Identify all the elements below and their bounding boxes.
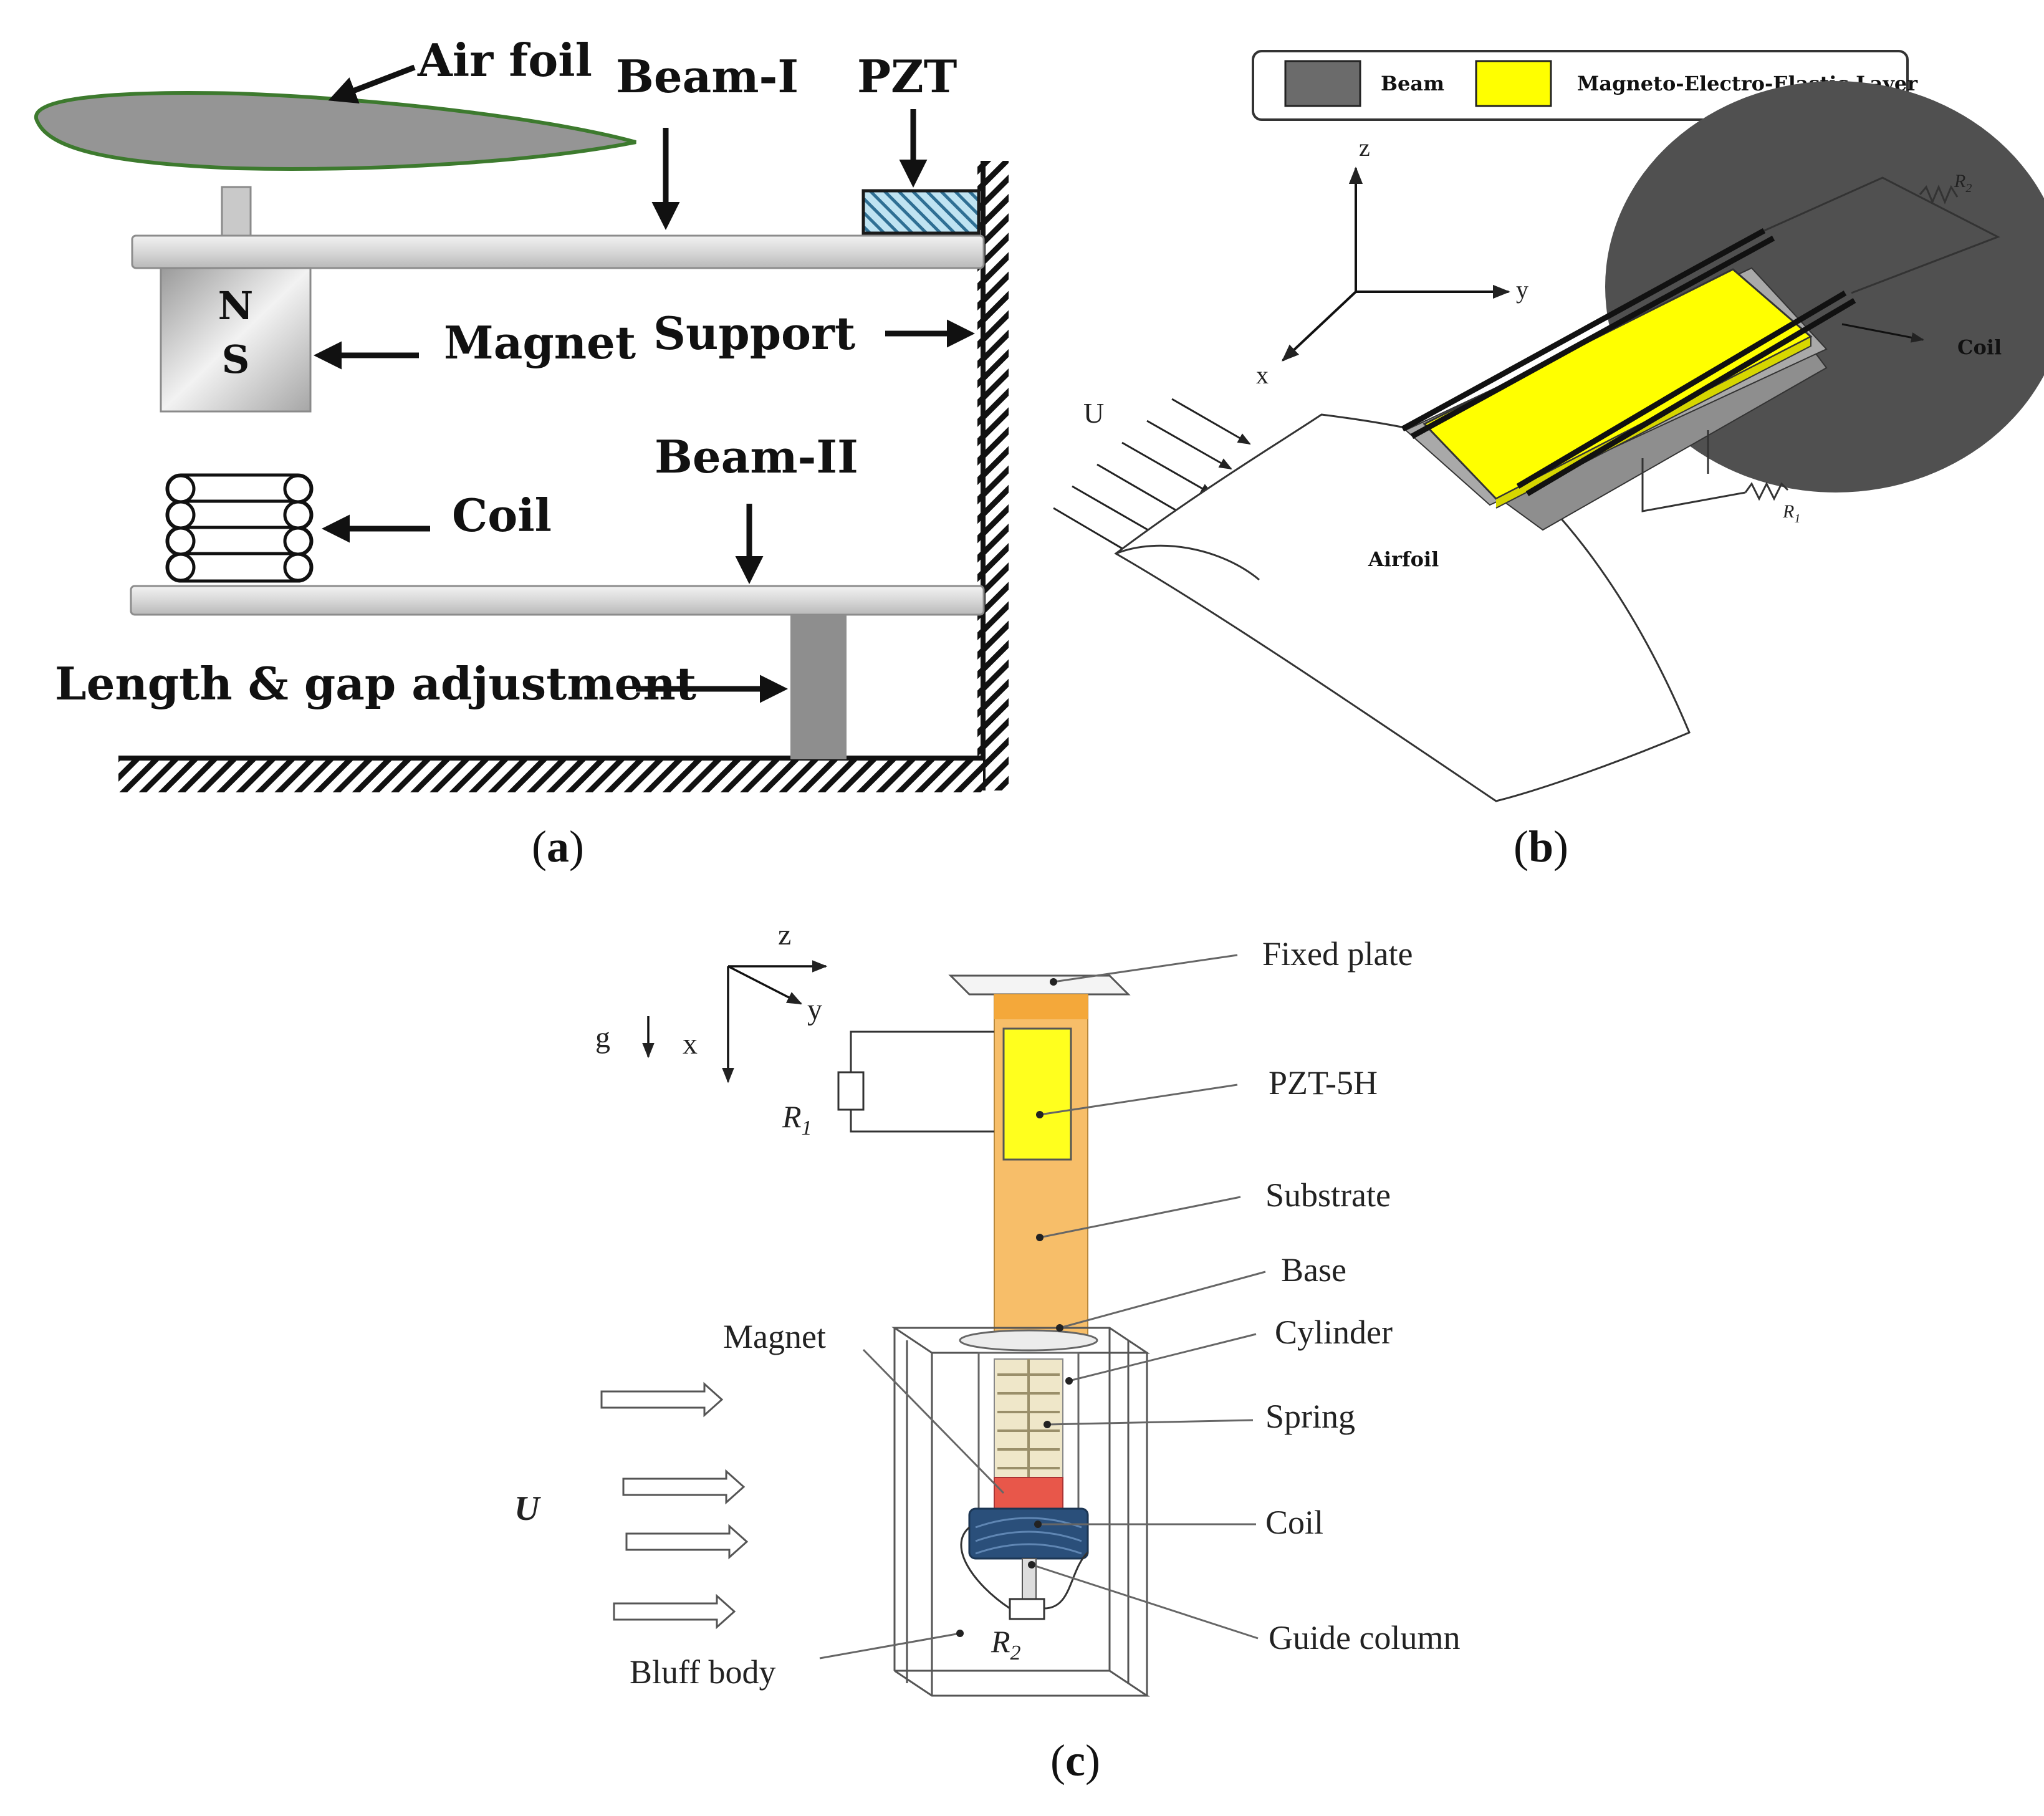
panel-a: N S Air foil Beam-I	[34, 34, 1009, 872]
panel-c-axes	[642, 960, 828, 1083]
magnet-label: Magnet	[444, 316, 636, 369]
base-label: Base	[1281, 1251, 1346, 1289]
ground-hatch	[118, 758, 983, 792]
substrate-top	[994, 994, 1088, 1019]
fixed-plate-label: Fixed plate	[1262, 935, 1413, 973]
coil-rods	[1401, 228, 1856, 496]
panel-b-axes	[1281, 166, 1510, 362]
beam-2-label: Beam-II	[655, 430, 858, 483]
panel-a-arrows	[314, 64, 975, 703]
coil-label-c: Coil	[1265, 1504, 1323, 1541]
axis-c-x: x	[683, 1027, 698, 1060]
magnet-label-c: Magnet	[723, 1318, 826, 1355]
panel-b: Beam Magneto-Electro-Elastic Layer z y x…	[1053, 50, 2044, 872]
flow-label-c: U	[514, 1489, 541, 1528]
bluff-body-label: Bluff body	[630, 1653, 776, 1691]
flow-arrows-c	[600, 1381, 749, 1630]
fixed-plate	[948, 974, 1131, 996]
airfoil-shape	[34, 91, 636, 171]
spring-label: Spring	[1265, 1398, 1355, 1435]
magnet-block	[160, 267, 312, 413]
r2-circuit	[1763, 176, 2000, 294]
pzt-patch	[861, 189, 981, 235]
leader-lines	[819, 954, 1266, 1660]
axis-b-y: y	[1516, 276, 1528, 304]
pzt5h-patch	[1002, 1027, 1072, 1161]
r1-circuit	[1641, 430, 1789, 512]
coil-label-b: Coil	[1957, 335, 2002, 359]
coil-stack	[165, 473, 314, 583]
legend-mee-swatch	[1475, 60, 1552, 107]
air-foil-label: Air foil	[417, 34, 592, 87]
beam-1-label: Beam-I	[616, 50, 799, 103]
axis-b-z: z	[1359, 133, 1370, 161]
beam-1	[131, 234, 985, 269]
pzt5h-label: PZT-5H	[1269, 1064, 1378, 1102]
beam-2	[130, 585, 985, 616]
caption-b: (b)	[1514, 822, 1568, 872]
magnet-c	[994, 1477, 1063, 1509]
airfoil-arrow	[328, 64, 416, 104]
caption-c: (c)	[1050, 1736, 1100, 1785]
flow-label-b: U	[1083, 397, 1104, 429]
coil-c	[968, 1507, 1089, 1560]
magnet-s-label: S	[222, 337, 250, 382]
r2-label-c: R2	[991, 1624, 1021, 1665]
cylinder-label: Cylinder	[1275, 1314, 1393, 1351]
coil-label: Coil	[452, 489, 552, 542]
adjustment-post	[790, 615, 847, 759]
magnet-n-label: N	[218, 283, 254, 329]
r1-label-c: R1	[782, 1099, 812, 1140]
r2-circuit-c	[960, 1526, 1089, 1620]
axis-c-z: z	[778, 918, 791, 951]
airfoil-label-b: Airfoil	[1368, 547, 1439, 571]
coil-arrow-b	[1841, 323, 1925, 343]
panel-c: z y x g R1	[514, 918, 1460, 1785]
legend-beam-label: Beam	[1381, 72, 1444, 95]
spring	[994, 1358, 1063, 1478]
airfoil-strut	[221, 186, 252, 239]
guide-column-label: Guide column	[1269, 1619, 1460, 1656]
axis-b-x: x	[1256, 361, 1269, 389]
support-label: Support	[653, 307, 855, 360]
substrate-label: Substrate	[1265, 1176, 1391, 1214]
axis-c-g: g	[595, 1021, 610, 1054]
leader-dots	[956, 978, 1073, 1637]
pzt-label: PZT	[857, 50, 957, 103]
axis-c-y: y	[807, 993, 822, 1026]
r1-label-b: R1	[1782, 501, 1800, 526]
caption-a: (a)	[532, 822, 584, 872]
length-gap-label: Length & gap adjustment	[55, 657, 696, 710]
r2-label-b: R2	[1954, 171, 1972, 195]
base-plate	[959, 1329, 1098, 1352]
r1-circuit-c	[837, 1031, 994, 1133]
legend-beam-swatch	[1284, 60, 1361, 107]
bluff-body	[891, 1327, 1150, 1697]
airfoil-edge	[1115, 544, 1260, 581]
